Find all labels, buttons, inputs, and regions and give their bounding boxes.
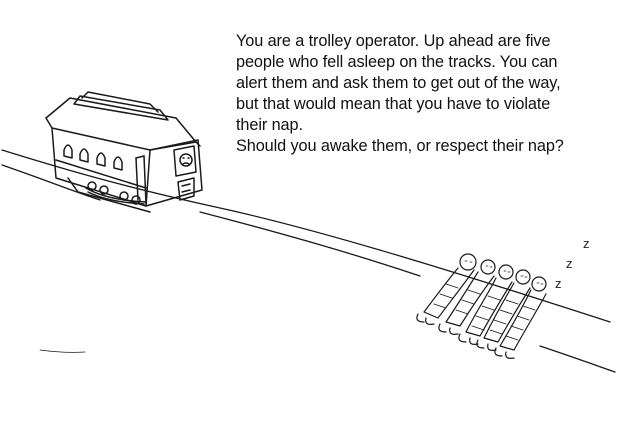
caption-line: people who fell asleep on the tracks. Yo… bbox=[236, 53, 558, 71]
sleep-z-mark: z bbox=[555, 276, 562, 291]
sleep-z-mark: z bbox=[583, 236, 590, 251]
railway-tracks bbox=[1, 149, 616, 373]
dilemma-caption: You are a trolley operator. Up ahead are… bbox=[236, 31, 632, 157]
sleep-z-mark: z bbox=[566, 256, 573, 271]
caption-line: their nap. bbox=[236, 116, 303, 134]
trolley-icon bbox=[45, 91, 203, 213]
caption-line: Should you awake them, or respect their … bbox=[236, 137, 564, 155]
caption-line: alert them and ask them to get out of th… bbox=[236, 74, 561, 92]
sleeping-people-icon bbox=[416, 253, 547, 359]
caption-line: You are a trolley operator. Up ahead are… bbox=[236, 32, 551, 50]
caption-line: but that would mean that you have to vio… bbox=[236, 95, 551, 113]
